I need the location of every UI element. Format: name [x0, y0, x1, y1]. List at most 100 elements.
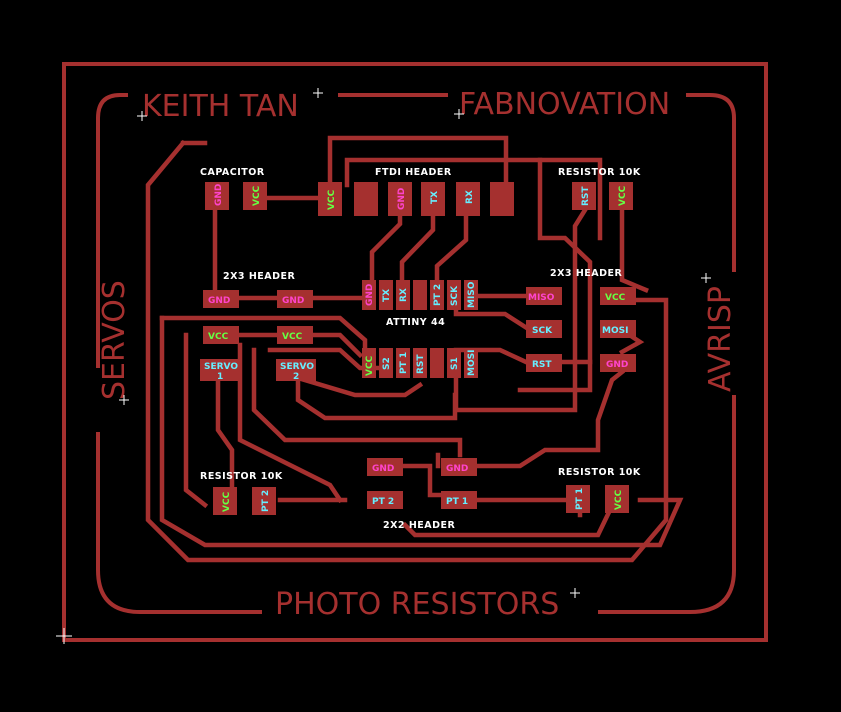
h3l-gnd1-pin: GND [208, 296, 230, 306]
pad-isp-mosi [600, 320, 636, 338]
ic-s1-pin: S1 [450, 357, 460, 370]
pad-ic-9 [379, 348, 393, 378]
servo1-label-2: 1 [217, 372, 223, 382]
pad-ftdi-3 [388, 182, 412, 216]
header-2x2-label: 2X2 HEADER [383, 520, 456, 531]
pad-ic-2 [379, 280, 393, 310]
header-2x3-right-label: 2X3 HEADER [550, 268, 623, 279]
ftdi-tx-pin: TX [430, 191, 440, 204]
pad-h3l-gnd2 [277, 290, 313, 308]
ic-rx-pin: RX [399, 288, 409, 302]
pad-ic-5 [430, 280, 444, 310]
frame-top-right [686, 93, 736, 272]
pad-ic-14 [464, 348, 478, 378]
ic-pt1-pin: PT 1 [399, 352, 409, 374]
pad-ic-1 [362, 280, 376, 310]
frame-bottom-left [96, 432, 262, 614]
h2-gnd1-pin: GND [372, 464, 394, 474]
pad-ic-3 [396, 280, 410, 310]
pad-ic-4 [413, 280, 427, 310]
pad-ftdi-2 [354, 182, 378, 216]
servo-vcc1-pin: VCC [208, 332, 229, 342]
res-right-vcc-pin: VCC [614, 489, 624, 510]
isp-rst-pin: RST [532, 360, 552, 370]
ic-tx-pin: TX [382, 289, 392, 302]
res-top-rst-pin: RST [581, 186, 591, 206]
pad-ftdi-5 [456, 182, 480, 216]
ic-s2-pin: S2 [382, 357, 392, 370]
origin-markers [56, 88, 711, 644]
isp-miso-pin: MISO [528, 293, 555, 303]
frame-right-lower [598, 395, 736, 614]
isp-gnd-pin: GND [606, 360, 628, 370]
servo2-label-2: 2 [293, 372, 299, 382]
board-outline [62, 62, 768, 642]
res-right-pt1-pin: PT 1 [575, 488, 585, 510]
traces [145, 135, 684, 563]
pad-h3l-gnd1 [203, 290, 239, 308]
vertical-pin-labels: GND VCC VCC GND TX RX RST VCC GND TX RX … [214, 184, 628, 512]
cap-vcc-pin: VCC [252, 185, 262, 206]
pad-res-left-pt2 [252, 487, 276, 515]
pad-ic-10 [396, 348, 410, 378]
resistor-right-label: RESISTOR 10K [558, 467, 641, 478]
servo-vcc2-pin: VCC [282, 332, 303, 342]
attiny-label: ATTINY 44 [386, 317, 445, 328]
pad-res-right-pt1 [566, 485, 590, 513]
pad-servo-vcc1 [203, 326, 239, 344]
pad-cap-gnd [205, 182, 229, 210]
pad-ic-8 [362, 348, 376, 378]
pad-h2-pt1 [441, 491, 477, 509]
pad-ftdi-6 [490, 182, 514, 216]
res-left-vcc-pin: VCC [222, 491, 232, 512]
horizontal-pin-labels: GND GND MISO SCK RST VCC MOSI GND VCC VC… [208, 293, 628, 507]
pad-ftdi-4 [421, 182, 445, 216]
ic-mosi-pin: MOSI [467, 350, 477, 376]
project-label: FABNOVATION [459, 87, 670, 122]
pad-isp-sck [526, 320, 562, 338]
ic-rst-pin: RST [416, 354, 426, 374]
pad-servo2 [276, 359, 316, 381]
resistor-left-label: RESISTOR 10K [200, 471, 283, 482]
pad-res-top-rst [572, 182, 596, 210]
pad-isp-gnd [600, 354, 636, 372]
res-left-pt2-pin: PT 2 [261, 490, 271, 512]
ic-sck-pin: SCK [450, 285, 460, 306]
pad-isp-vcc [600, 287, 636, 305]
h2-pt1-pin: PT 1 [446, 497, 468, 507]
ic-vcc-pin: VCC [365, 355, 375, 376]
pad-res-left-vcc [213, 487, 237, 515]
ic-gnd-pin: GND [365, 284, 375, 306]
photo-resistors-label: PHOTO RESISTORS [275, 587, 559, 622]
capacitor-label: CAPACITOR [200, 167, 265, 178]
ftdi-vcc-pin: VCC [327, 189, 337, 210]
isp-vcc-pin: VCC [605, 293, 626, 303]
pad-res-right-vcc [605, 485, 629, 513]
isp-sck-pin: SCK [532, 326, 553, 336]
h2-pt2-pin: PT 2 [372, 497, 394, 507]
pad-isp-miso [526, 287, 562, 305]
ftdi-rx-pin: RX [465, 190, 475, 204]
pad-ic-11 [413, 348, 427, 378]
pad-ic-13 [447, 348, 461, 378]
pad-h2-pt2 [367, 491, 403, 509]
resistor-top-label: RESISTOR 10K [558, 167, 641, 178]
frame-top-left [96, 93, 128, 368]
pad-ic-7 [464, 280, 478, 310]
h3l-gnd2-pin: GND [282, 296, 304, 306]
pad-servo-vcc2 [277, 326, 313, 344]
author-label: KEITH TAN [142, 89, 299, 124]
header-2x3-left-label: 2X3 HEADER [223, 271, 296, 282]
servo1-label-1: SERVO [204, 362, 238, 372]
ic-miso-pin: MISO [467, 281, 477, 308]
pad-h2-gnd1 [367, 458, 403, 476]
pad-cap-vcc [243, 182, 267, 210]
ftdi-gnd-pin: GND [397, 188, 407, 210]
isp-mosi-pin: MOSI [602, 326, 628, 336]
pad-h2-gnd2 [441, 458, 477, 476]
h2-gnd2-pin: GND [446, 464, 468, 474]
pad-ic-6 [447, 280, 461, 310]
pad-isp-rst [526, 354, 562, 372]
cap-gnd-pin: GND [214, 184, 224, 206]
pad-ic-12 [430, 348, 444, 378]
